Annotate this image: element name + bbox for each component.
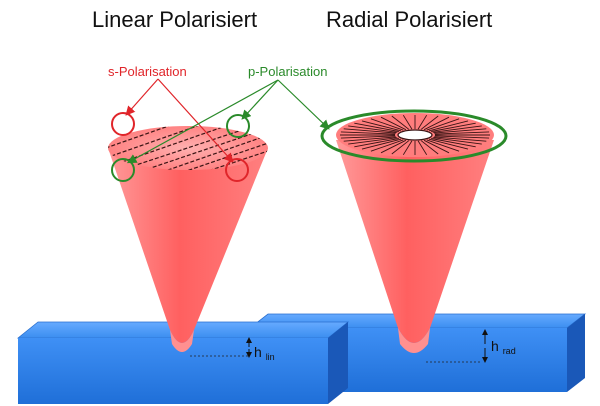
label-h-lin: h lin (254, 344, 275, 362)
radial-spoke (402, 140, 413, 156)
radial-spoke (343, 136, 397, 142)
radial-spoke (428, 120, 469, 132)
radial-spoke (402, 114, 413, 130)
radial-spoke (420, 115, 439, 130)
radial-spoke (434, 135, 490, 139)
radial-spoke (354, 122, 399, 132)
radial-spoke (380, 139, 407, 154)
radial-spoke (340, 131, 396, 135)
radial-spoke (391, 140, 410, 155)
h-rad-base: h (491, 338, 499, 354)
radial-spoke (348, 125, 398, 133)
radial-spoke (361, 138, 402, 150)
radial-spoke (433, 128, 487, 134)
h-lin-subscript: lin (266, 352, 275, 362)
h-lin-base: h (254, 344, 262, 360)
radial-spoke (434, 131, 490, 135)
radial-spoke (428, 138, 469, 150)
depth-indicator-radial (426, 329, 488, 363)
radial-spoke (431, 122, 476, 132)
depth-indicator-linear (190, 337, 252, 358)
radial-spoke (431, 138, 476, 148)
radial-spoke (423, 116, 450, 131)
label-s-polarisation: s-Polarisation (108, 64, 187, 79)
h-rad-subscript: rad (503, 346, 516, 356)
radial-center-ring (397, 129, 433, 141)
p-polarisation-circle-top (226, 114, 250, 138)
s-polarisation-circle-bottom (225, 158, 249, 182)
workpiece-left (16, 321, 350, 404)
radial-spoke (340, 135, 396, 139)
title-linear: Linear Polarisiert (92, 7, 257, 32)
radial-spoke (354, 138, 399, 148)
title-radial: Radial Polarisiert (326, 7, 492, 32)
s-polarisation-circle-top (111, 112, 135, 136)
radial-spoke (423, 139, 450, 154)
radial-spoke (426, 118, 460, 131)
radial-spoke (361, 120, 402, 132)
radial-spoke (417, 114, 428, 130)
radial-polarisation-lines (340, 114, 490, 156)
radial-spoke (432, 125, 482, 133)
radial-spoke (433, 136, 487, 142)
radial-spoke (348, 137, 398, 145)
label-h-rad: h rad (491, 338, 516, 356)
radial-spoke (380, 116, 407, 131)
radial-spoke (391, 115, 410, 130)
radial-spoke (370, 118, 404, 131)
radial-spoke (417, 140, 428, 156)
radial-spoke (432, 137, 482, 145)
p-polarisation-ring-radial (320, 109, 508, 163)
radial-spoke (370, 139, 404, 152)
radial-spoke (420, 140, 439, 155)
radial-spoke (426, 139, 460, 152)
s-polarisation-pointers (125, 78, 234, 163)
p-polarisation-circle-bottom (111, 158, 135, 182)
p-polarisation-pointers (126, 79, 330, 164)
radial-spoke (343, 128, 397, 134)
label-p-polarisation: p-Polarisation (248, 64, 328, 79)
